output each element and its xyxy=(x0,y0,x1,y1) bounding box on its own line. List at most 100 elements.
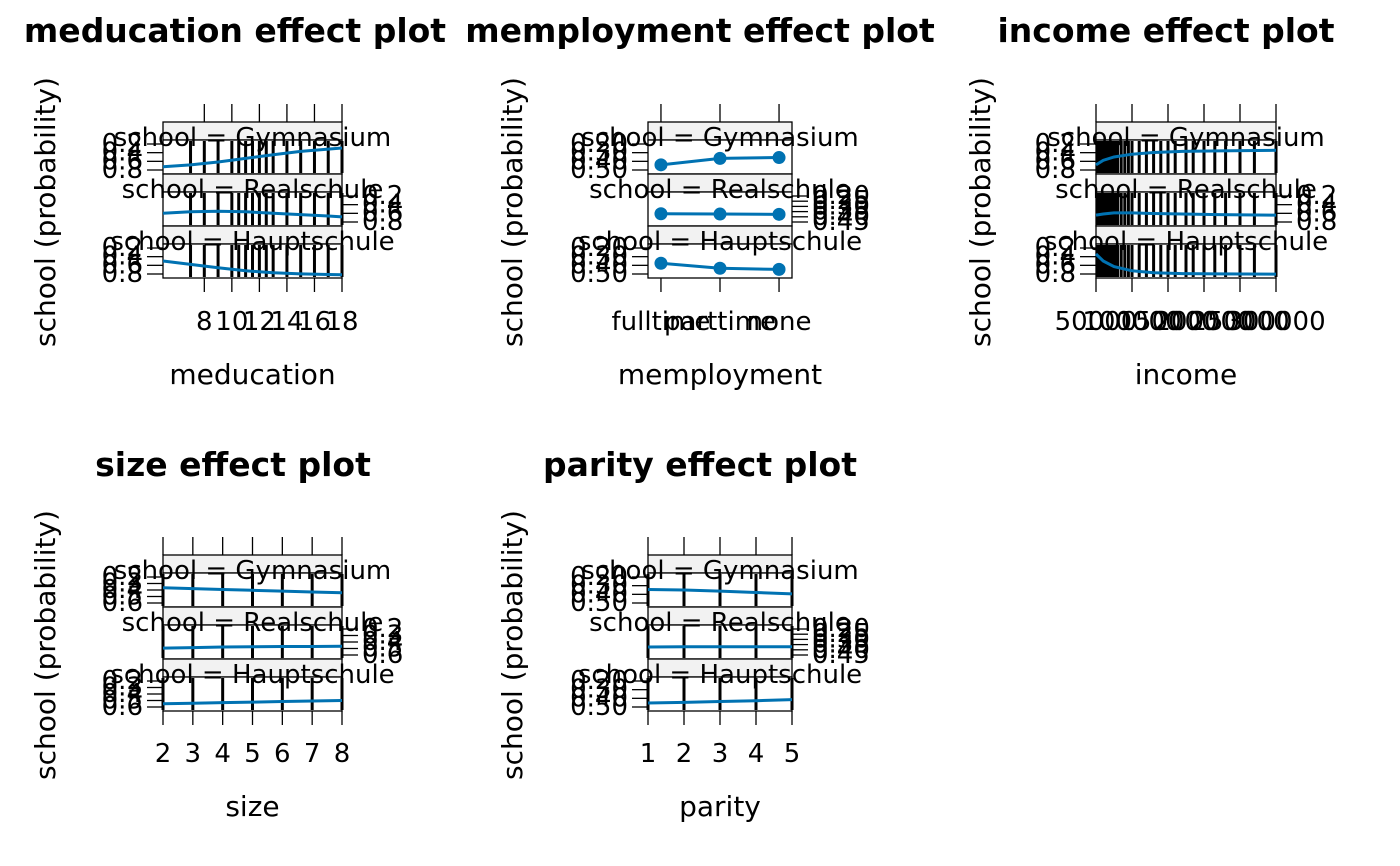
strip-label: school = Realschule xyxy=(122,175,384,205)
strip-label: school = Gymnasium xyxy=(581,123,859,153)
y-tick-label: 0.4 xyxy=(102,575,143,605)
y-tick-label: 0.20 xyxy=(570,129,628,159)
data-point xyxy=(713,261,727,275)
y-tick-label: 0.5 xyxy=(362,634,403,664)
y-tick-label: 0.45 xyxy=(812,207,870,237)
y-tick-label: 0.3 xyxy=(362,621,403,651)
y-tick-label: 0.2 xyxy=(102,233,143,263)
data-point xyxy=(713,151,727,165)
strip-label: school = Realschule xyxy=(1055,175,1317,205)
strip-label: school = Hauptschule xyxy=(578,227,862,257)
x-tick-label: 100000 xyxy=(1082,307,1181,337)
effect-plot-4: size effect plot school (probability) scho… xyxy=(29,445,403,823)
y-tick-label: 0.40 xyxy=(570,146,628,176)
strip-label: school = Realschule xyxy=(122,608,384,638)
y-tick-label: 0.3 xyxy=(102,569,143,599)
series-line xyxy=(1094,252,1277,276)
y-tick-label: 0.40 xyxy=(570,250,628,280)
plot-title: parity effect plot xyxy=(543,445,857,484)
y-tick-label: 0.2 xyxy=(1035,129,1076,159)
series-line xyxy=(647,698,793,705)
y-tick-label: 0.8 xyxy=(1035,259,1076,289)
y-tick-label: 0.20 xyxy=(812,614,870,644)
y-tick-label: 0.40 xyxy=(812,635,870,665)
plot-title: size effect plot xyxy=(95,445,371,484)
x-tick-label: 14 xyxy=(270,307,303,337)
series-line xyxy=(162,698,343,706)
y-tick-label: 0.2 xyxy=(362,614,403,644)
y-tick-label: 0.4 xyxy=(102,242,143,272)
x-tick-label: 7 xyxy=(304,739,321,769)
y-tick-label: 0.50 xyxy=(570,588,628,618)
strip-label: school = Gymnasium xyxy=(114,123,392,153)
x-tick-label: none xyxy=(747,307,812,337)
y-tick-label: 0.8 xyxy=(1296,207,1337,237)
y-tick-label: 0.2 xyxy=(1296,181,1337,211)
x-axis-label: income xyxy=(1135,358,1238,391)
data-point xyxy=(772,151,786,165)
y-axis-label: school (probability) xyxy=(29,77,62,347)
x-tick-label: 4 xyxy=(748,739,765,769)
y-tick-label: 0.30 xyxy=(570,571,628,601)
x-axis-label: parity xyxy=(679,790,761,823)
series-line xyxy=(1095,148,1277,167)
y-tick-label: 0.40 xyxy=(570,579,628,609)
y-tick-label: 0.8 xyxy=(102,259,143,289)
y-tick-label: 0.2 xyxy=(362,181,403,211)
strip-label: school = Realschule xyxy=(589,175,851,205)
x-tick-label: 3 xyxy=(185,739,202,769)
x-tick-label: 12 xyxy=(243,307,276,337)
plot-title: meducation effect plot xyxy=(24,11,446,50)
y-tick-label: 0.30 xyxy=(570,242,628,272)
y-tick-label: 0.35 xyxy=(812,630,870,660)
y-tick-label: 0.4 xyxy=(1296,190,1337,220)
y-tick-label: 0.2 xyxy=(1035,233,1076,263)
y-tick-label: 0.6 xyxy=(1035,250,1076,280)
y-tick-label: 0.6 xyxy=(1035,146,1076,176)
y-tick-label: 0.6 xyxy=(362,640,403,670)
y-tick-label: 0.30 xyxy=(812,191,870,221)
y-tick-label: 0.4 xyxy=(362,190,403,220)
strip-label: school = Hauptschule xyxy=(578,660,862,690)
y-tick-label: 0.4 xyxy=(102,679,143,709)
series-line xyxy=(162,146,343,169)
x-tick-label: 2 xyxy=(676,739,693,769)
effect-plot-1: meducation effect plot school (probabilit… xyxy=(24,11,446,391)
y-tick-label: 0.2 xyxy=(102,666,143,696)
data-point xyxy=(772,207,786,221)
y-tick-label: 0.8 xyxy=(102,155,143,185)
y-tick-label: 0.40 xyxy=(812,202,870,232)
y-tick-label: 0.6 xyxy=(102,588,143,618)
data-point xyxy=(713,207,727,221)
series-line xyxy=(647,587,793,596)
y-tick-label: 0.4 xyxy=(102,138,143,168)
x-tick-label: parttime xyxy=(664,307,776,337)
strip-label: school = Realschule xyxy=(589,608,851,638)
y-tick-label: 0.2 xyxy=(102,562,143,592)
y-tick-label: 0.20 xyxy=(570,666,628,696)
x-tick-label: 250000 xyxy=(1190,307,1289,337)
series-line xyxy=(162,586,343,595)
x-tick-label: 200000 xyxy=(1154,307,1253,337)
strip-label: school = Hauptschule xyxy=(110,227,394,257)
x-tick-label: 8 xyxy=(196,307,213,337)
y-tick-label: 0.6 xyxy=(102,250,143,280)
y-tick-label: 0.6 xyxy=(102,692,143,722)
x-axis-label: size xyxy=(225,790,279,823)
x-tick-label: 4 xyxy=(214,739,231,769)
x-axis-label: meducation xyxy=(169,358,335,391)
x-tick-label: 2 xyxy=(155,739,172,769)
x-tick-label: 1 xyxy=(640,739,657,769)
x-tick-label: 8 xyxy=(334,739,351,769)
y-tick-label: 0.50 xyxy=(570,155,628,185)
y-tick-label: 0.5 xyxy=(102,686,143,716)
y-tick-label: 0.40 xyxy=(570,683,628,713)
plot-title: memployment effect plot xyxy=(465,11,935,50)
strip-label: school = Hauptschule xyxy=(1044,227,1328,257)
strip-label: school = Gymnasium xyxy=(1047,123,1325,153)
x-axis-label: memployment xyxy=(618,358,822,391)
series-line xyxy=(162,209,343,219)
y-axis-label: school (probability) xyxy=(29,510,62,780)
